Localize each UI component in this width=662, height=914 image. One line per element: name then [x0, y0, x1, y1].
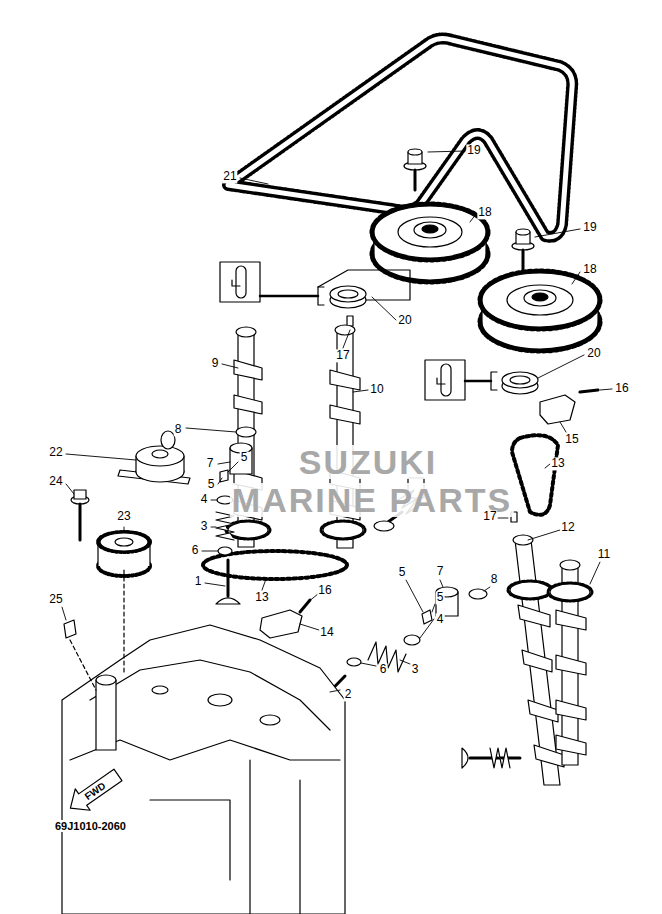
- valve: [462, 748, 520, 768]
- callout-number: 1: [194, 575, 203, 588]
- bolt: [404, 149, 534, 272]
- callout-number: 5: [207, 478, 216, 491]
- callout-number: 8: [490, 573, 499, 586]
- callout-number: 20: [397, 314, 412, 327]
- callout-number: 2: [344, 688, 353, 701]
- callout-number: 4: [200, 493, 209, 506]
- key: [64, 620, 76, 638]
- bolt: [71, 490, 89, 540]
- callout-number: 13: [550, 457, 565, 470]
- callout-number: 19: [466, 144, 481, 157]
- cam-sprocket: [480, 271, 600, 351]
- timing-chain: [512, 435, 558, 515]
- callout-number: 4: [436, 613, 445, 626]
- callout-number: 23: [116, 510, 131, 523]
- tensioner: [118, 431, 190, 484]
- diagram-code: 69J1010-2060: [54, 820, 127, 832]
- callout-number: 21: [222, 170, 237, 183]
- callout-number: 5: [398, 566, 407, 579]
- cylinder-block: [62, 570, 345, 914]
- callout-number: 5: [436, 591, 445, 604]
- callout-number: 9: [211, 357, 220, 370]
- dowel-pin: [347, 316, 353, 326]
- callout-number: 5: [240, 451, 249, 464]
- callout-number: 3: [411, 663, 420, 676]
- callout-number: 16: [317, 584, 332, 597]
- callout-number: 19: [582, 221, 597, 234]
- watermark: MARINE PARTS: [230, 483, 514, 517]
- bracket: [540, 390, 598, 424]
- callout-number: 10: [369, 383, 384, 396]
- direction-arrow: [63, 764, 125, 819]
- callout-number: 6: [379, 663, 388, 676]
- leader-lines: [62, 151, 612, 692]
- watermark: SUZUKI: [297, 445, 440, 479]
- callout-number: 3: [200, 520, 209, 533]
- callout-number: 25: [48, 593, 63, 606]
- chain-guide: [260, 600, 310, 638]
- callout-number: 12: [560, 521, 575, 534]
- callout-number: 15: [564, 433, 579, 446]
- callout-number: 24: [48, 475, 63, 488]
- callout-number: 17: [482, 510, 497, 523]
- callout-number: 18: [477, 206, 492, 219]
- direction-label: FWD: [83, 780, 108, 802]
- camshaft: [548, 560, 592, 765]
- callout-number: 18: [582, 263, 597, 276]
- callout-number: 22: [48, 446, 63, 459]
- callout-number: 11: [597, 548, 611, 561]
- callout-number: 8: [174, 423, 183, 436]
- callout-number: 6: [191, 544, 200, 557]
- oil-seal: [220, 262, 538, 400]
- callout-number: 13: [254, 591, 269, 604]
- callout-number: 17: [335, 349, 350, 362]
- callout-number: 16: [614, 382, 629, 395]
- callout-number: 14: [319, 626, 334, 639]
- callout-number: 7: [206, 457, 215, 470]
- callout-number: 7: [436, 565, 445, 578]
- callout-number: 20: [586, 347, 601, 360]
